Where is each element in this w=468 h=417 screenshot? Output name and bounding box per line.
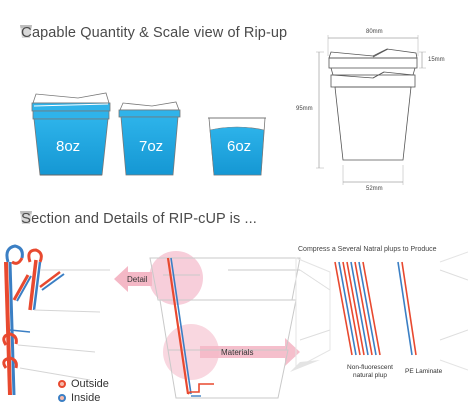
cup-7oz bbox=[118, 101, 181, 176]
compress-title: Compress a Several Natral plups to Produ… bbox=[298, 246, 437, 253]
cup-8oz bbox=[31, 92, 111, 176]
section-wall bbox=[166, 257, 214, 397]
section-cup bbox=[149, 257, 301, 399]
legend-inside: Inside bbox=[58, 392, 100, 404]
pulp-stripes bbox=[290, 261, 417, 372]
section-heading-initial: S bbox=[21, 210, 32, 227]
section-heading-text: ection and Details of RIP-cUP is ... bbox=[31, 211, 257, 227]
non-fluorescent-label: Non-fluorescent natural plup bbox=[347, 364, 393, 379]
cup-letter-icon bbox=[20, 25, 32, 38]
cup-6oz bbox=[208, 117, 266, 176]
pe-laminate-label: PE Laminate bbox=[405, 368, 443, 375]
outside-dot-icon bbox=[58, 380, 66, 388]
dimension-drawing bbox=[316, 35, 426, 185]
dimension-rim-height: 15mm bbox=[428, 57, 445, 63]
detail-highlight bbox=[114, 251, 300, 380]
materials-panel bbox=[295, 251, 468, 371]
detail-cross-section bbox=[2, 244, 110, 396]
dimension-top-width: 80mm bbox=[366, 29, 383, 35]
legend-outside: Outside bbox=[58, 378, 109, 390]
detail-label: Detail bbox=[127, 275, 148, 284]
capacity-heading: Capable Quantity & Scale view of Rip-up bbox=[18, 22, 287, 41]
legend-outside-label: Outside bbox=[71, 378, 109, 390]
cup-6oz-label: 6oz bbox=[227, 138, 252, 155]
section-heading: Section and Details of RIP-cUP is ... bbox=[18, 208, 257, 227]
cup-7oz-label: 7oz bbox=[139, 138, 164, 155]
cup-letter-icon bbox=[20, 211, 32, 224]
inside-dot-icon bbox=[58, 394, 66, 402]
dimension-bottom-width: 52mm bbox=[366, 186, 383, 192]
capacity-heading-text: apable Quantity & Scale view of Rip-up bbox=[31, 25, 288, 41]
cup-8oz-label: 8oz bbox=[56, 138, 81, 155]
dimension-height: 95mm bbox=[296, 106, 313, 112]
capacity-heading-initial: C bbox=[21, 24, 32, 41]
materials-label: Materials bbox=[221, 348, 254, 357]
legend-inside-label: Inside bbox=[71, 392, 101, 404]
